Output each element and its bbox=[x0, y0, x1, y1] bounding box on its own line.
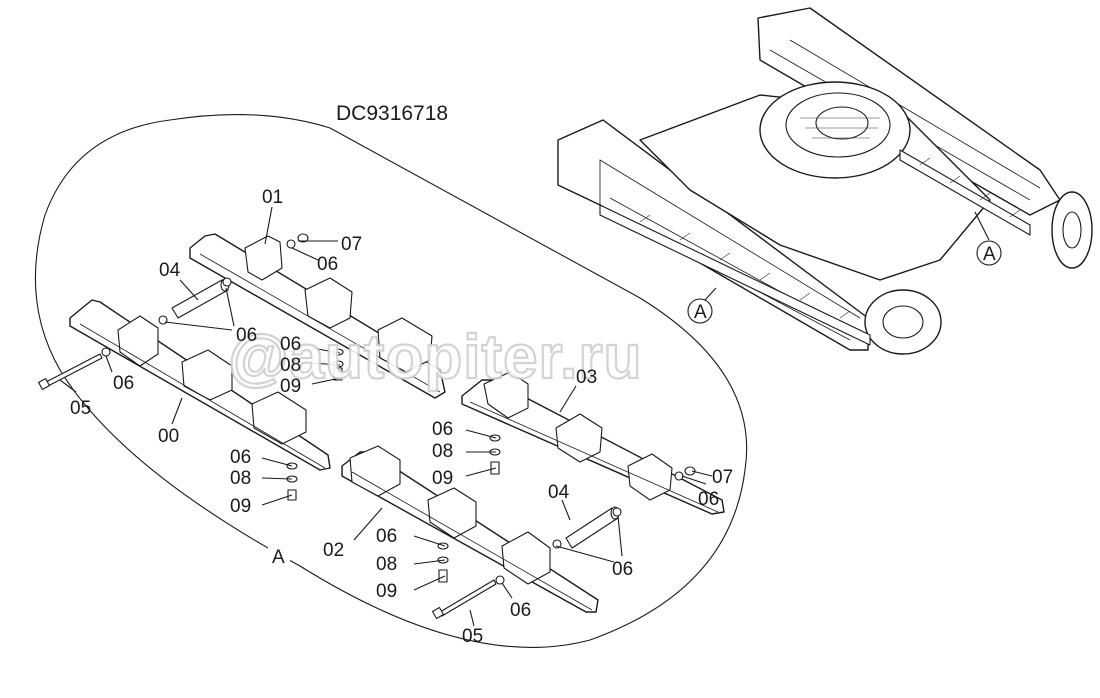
callout-03: 03 bbox=[576, 367, 597, 388]
callout-04-bottom: 04 bbox=[548, 482, 570, 503]
watermark-text: @autopiter.ru bbox=[228, 323, 643, 392]
callout-06-stack4: 06 bbox=[376, 526, 397, 547]
drawing-code: DC9316718 bbox=[336, 102, 448, 125]
callout-08-stack4: 08 bbox=[376, 554, 397, 575]
callout-05-left: 05 bbox=[70, 398, 91, 419]
callout-09-stack2: 09 bbox=[230, 496, 251, 517]
callout-08-stack3: 08 bbox=[432, 441, 453, 462]
callout-09-stack4: 09 bbox=[376, 581, 397, 602]
view-label-bg bbox=[268, 544, 290, 568]
pin-04-upper bbox=[171, 278, 230, 319]
callout-08-stack2: 08 bbox=[230, 468, 251, 489]
detail-view-outline bbox=[34, 114, 748, 648]
callout-labels: 01 07 06 04 06 06 08 09 06 05 00 06 08 0… bbox=[70, 187, 733, 647]
callout-02: 02 bbox=[323, 540, 344, 561]
track-frame-illustration bbox=[557, 7, 1093, 355]
part-02-guard bbox=[341, 445, 599, 613]
hardware-group bbox=[101, 233, 696, 585]
callout-06-left: 06 bbox=[113, 373, 134, 394]
pin-04-lower bbox=[565, 506, 620, 549]
callout-07-top: 07 bbox=[341, 234, 362, 255]
leader-lines bbox=[59, 206, 713, 627]
callout-06-stack2: 06 bbox=[230, 447, 251, 468]
part-00-guard bbox=[69, 299, 331, 471]
bolt-05-left bbox=[38, 353, 103, 390]
callout-a-front: A bbox=[694, 302, 707, 323]
callout-04-top: 04 bbox=[159, 260, 181, 281]
view-label-a: A bbox=[272, 547, 285, 568]
callout-06-right: 06 bbox=[698, 489, 719, 510]
callout-06-bottom: 06 bbox=[510, 600, 531, 621]
bolt-05-right bbox=[431, 579, 497, 620]
callout-07-right: 07 bbox=[712, 467, 733, 488]
callout-06-bottom-right: 06 bbox=[612, 559, 633, 580]
callout-01: 01 bbox=[262, 187, 283, 208]
callout-09-stack3: 09 bbox=[432, 468, 453, 489]
callout-06-top: 06 bbox=[317, 254, 338, 275]
part-03-guard bbox=[461, 371, 725, 515]
callout-06-stack3: 06 bbox=[432, 419, 453, 440]
callout-05-bottom: 05 bbox=[462, 626, 483, 647]
callout-a-rear: A bbox=[983, 244, 996, 265]
callout-09-stack1: 09 bbox=[280, 376, 301, 397]
callout-06-mid: 06 bbox=[236, 325, 257, 346]
callout-08-stack1: 08 bbox=[280, 355, 301, 376]
callout-00: 00 bbox=[158, 426, 179, 447]
part-01-guard bbox=[189, 233, 446, 399]
callout-06-stack1: 06 bbox=[280, 334, 301, 355]
